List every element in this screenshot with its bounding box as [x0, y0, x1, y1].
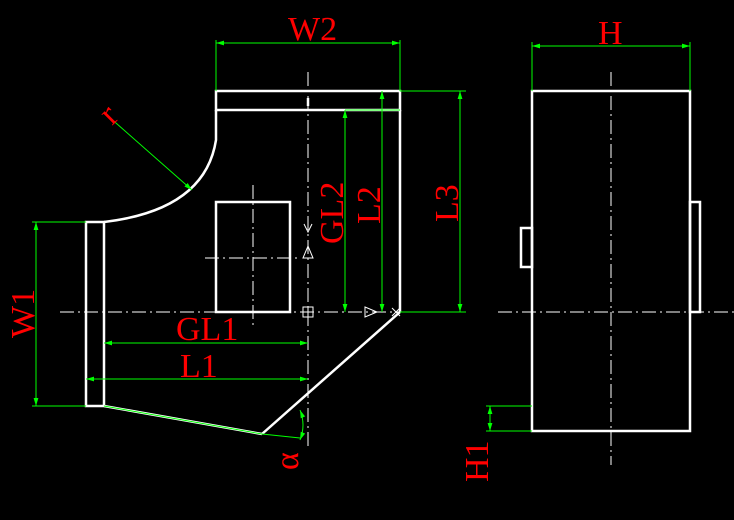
side-left-tab: [519, 226, 534, 269]
dim-gl2: GL2: [314, 109, 400, 312]
inner-arc: [103, 110, 218, 224]
label-l3: L3: [429, 184, 466, 222]
dim-alpha: α: [103, 405, 306, 470]
snap-x-icon: [391, 307, 401, 317]
dim-h: H: [531, 15, 691, 91]
left-flange: [84, 220, 106, 408]
label-h1: H1: [459, 440, 496, 482]
snap-marker-icon: [303, 223, 313, 234]
label-w1: W1: [5, 289, 42, 338]
left-center-lines: [60, 72, 400, 450]
dim-w2: W2: [215, 11, 401, 91]
dim-l1: L1: [86, 348, 308, 385]
label-l1: L1: [180, 348, 218, 385]
dim-w1: W1: [5, 221, 86, 407]
dim-h1: H1: [459, 405, 532, 482]
label-gl2: GL2: [314, 182, 351, 244]
label-h: H: [598, 15, 623, 52]
ucs-markers: [302, 223, 401, 318]
outer-diagonal: [261, 311, 401, 435]
dim-l3: L3: [400, 90, 466, 313]
triangle-marker-right-icon: [364, 306, 379, 318]
label-alpha: α: [269, 452, 306, 470]
side-right-tab: [688, 200, 702, 314]
label-r: r: [91, 97, 126, 132]
dim-r: r: [91, 97, 193, 191]
dim-gl1: GL1: [104, 311, 308, 348]
triangle-marker-icon: [302, 244, 314, 259]
label-gl1: GL1: [176, 311, 238, 348]
elbow-front-view: [84, 89, 402, 436]
dim-l2: L2: [351, 91, 388, 312]
label-l2: L2: [351, 186, 388, 224]
label-w2: W2: [288, 11, 337, 48]
right-center-lines: [498, 72, 734, 465]
